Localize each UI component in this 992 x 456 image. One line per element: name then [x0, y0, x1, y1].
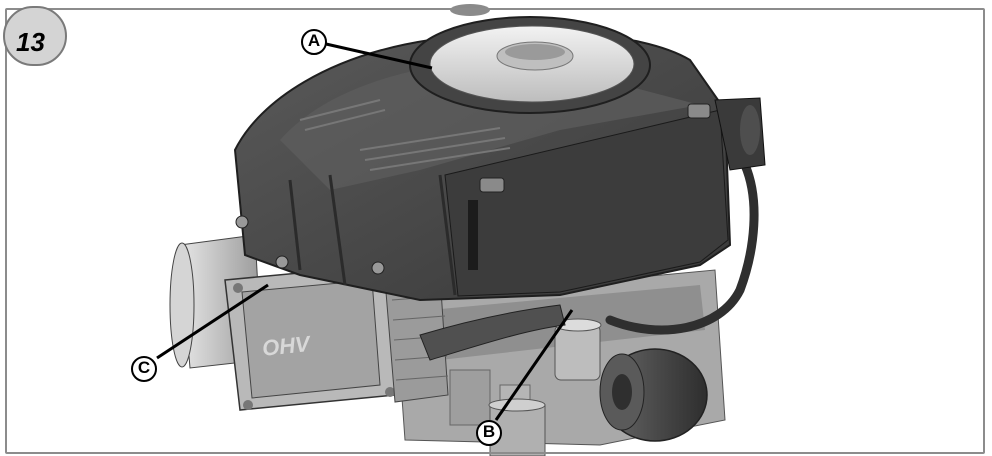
leader-line-b: [494, 309, 574, 421]
figure-frame: [5, 8, 985, 454]
cylinder-fins: [384, 274, 449, 403]
rotating-screen: [409, 4, 651, 114]
oil-filter: [599, 348, 708, 442]
callout-a: A: [301, 29, 327, 55]
figure-number: 13: [16, 27, 45, 57]
callout-b: B: [476, 420, 502, 446]
valve-cover: OHV: [224, 264, 396, 411]
leader-line-a: [325, 42, 433, 70]
connector: [714, 97, 766, 171]
leader-line-c: [156, 283, 269, 360]
intake-pipe: [419, 304, 566, 361]
figure-number-badge: 13: [3, 6, 67, 66]
ohv-mark: OHV: [261, 331, 313, 361]
callout-c: C: [131, 356, 157, 382]
fuel-line: [605, 160, 759, 335]
